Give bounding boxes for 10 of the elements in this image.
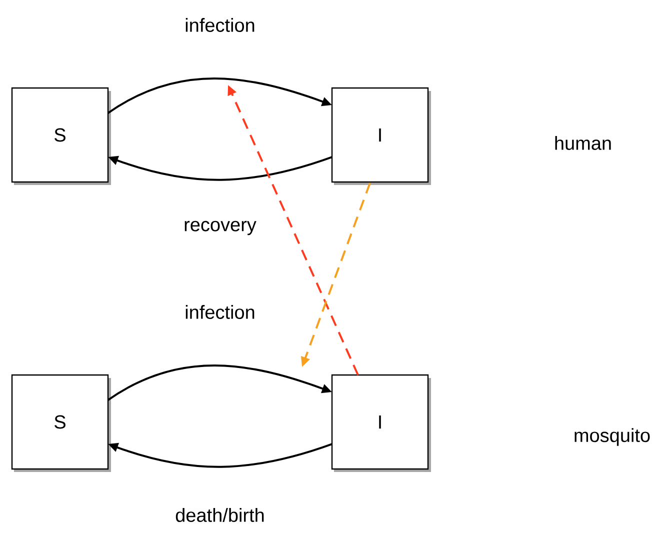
state-box: I [331,374,431,472]
edge-label: infection [184,304,256,320]
row-label: human [555,136,611,150]
state-box: S [11,374,111,472]
row-label: mosquito [574,428,650,446]
state-box: I [331,87,431,185]
edge-label: infection [184,17,256,33]
edge-label: death/birth [174,507,266,523]
state-box: S [11,87,111,185]
edge-label: recovery [182,220,258,236]
